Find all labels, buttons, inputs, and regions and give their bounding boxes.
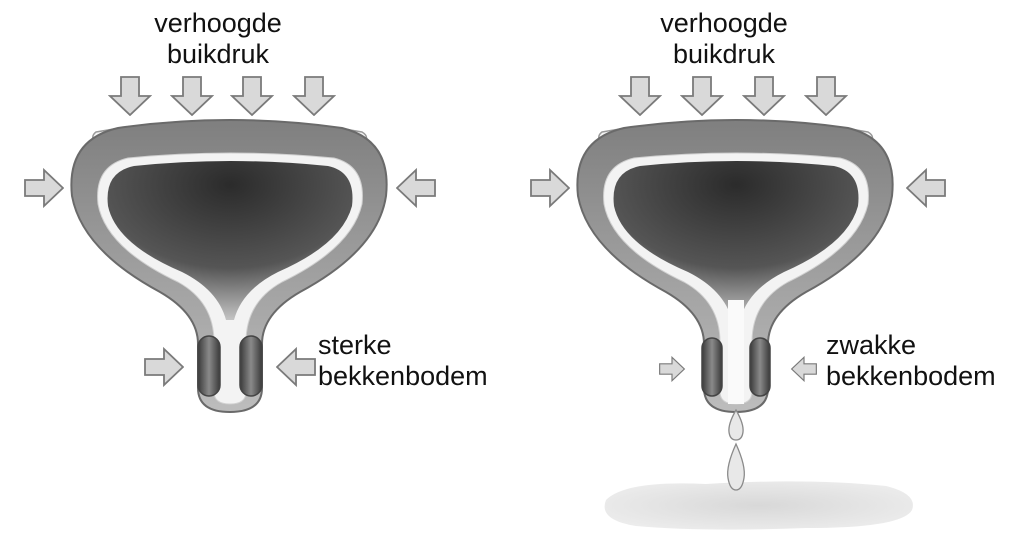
pelvic-muscle-right (239, 335, 263, 397)
right-title-line1: verhoogde (660, 8, 788, 38)
left-pelvic-line2: bekkenbodem (318, 361, 488, 391)
left-pelvic-label: sterke bekkenbodem (318, 330, 488, 392)
pressure-arrow-down-icon (231, 76, 273, 116)
pressure-arrow-down-icon (171, 76, 213, 116)
pressure-arrow-down-icon (805, 76, 847, 116)
pressure-arrow-right-icon (24, 169, 64, 207)
right-pelvic-line2: bekkenbodem (826, 361, 996, 391)
urine-drop-icon (728, 408, 744, 441)
pelvic-arrow-left-icon (790, 356, 818, 382)
right-pelvic-label: zwakke bekkenbodem (826, 330, 996, 392)
pelvic-arrow-right-icon (658, 356, 686, 382)
left-title: verhoogde buikdruk (118, 8, 318, 70)
left-figure (24, 76, 436, 413)
pelvic-muscle-left (701, 337, 723, 397)
urine-stream (728, 300, 744, 404)
right-figure (530, 76, 946, 530)
pressure-arrow-right-icon (530, 169, 570, 207)
pelvic-arrow-left-icon (276, 348, 316, 386)
pressure-arrow-left-icon (396, 169, 436, 207)
right-title-line2: buikdruk (672, 39, 776, 69)
pressure-arrow-down-icon (619, 76, 661, 116)
urine-puddle (604, 481, 913, 530)
left-title-line1: verhoogde (154, 8, 282, 38)
pressure-arrow-down-icon (109, 76, 151, 116)
right-pelvic-line1: zwakke (826, 330, 917, 360)
urine-drop-icon (727, 442, 745, 491)
pressure-arrow-down-icon (681, 76, 723, 116)
pressure-arrow-left-icon (906, 169, 946, 207)
left-title-line2: buikdruk (166, 39, 270, 69)
pelvic-muscle-right (749, 337, 771, 397)
pelvic-arrow-right-icon (144, 348, 184, 386)
pressure-arrow-down-icon (743, 76, 785, 116)
left-pelvic-line1: sterke (318, 330, 392, 360)
pelvic-muscle-left (197, 335, 221, 397)
right-title: verhoogde buikdruk (624, 8, 824, 70)
pressure-arrow-down-icon (293, 76, 335, 116)
